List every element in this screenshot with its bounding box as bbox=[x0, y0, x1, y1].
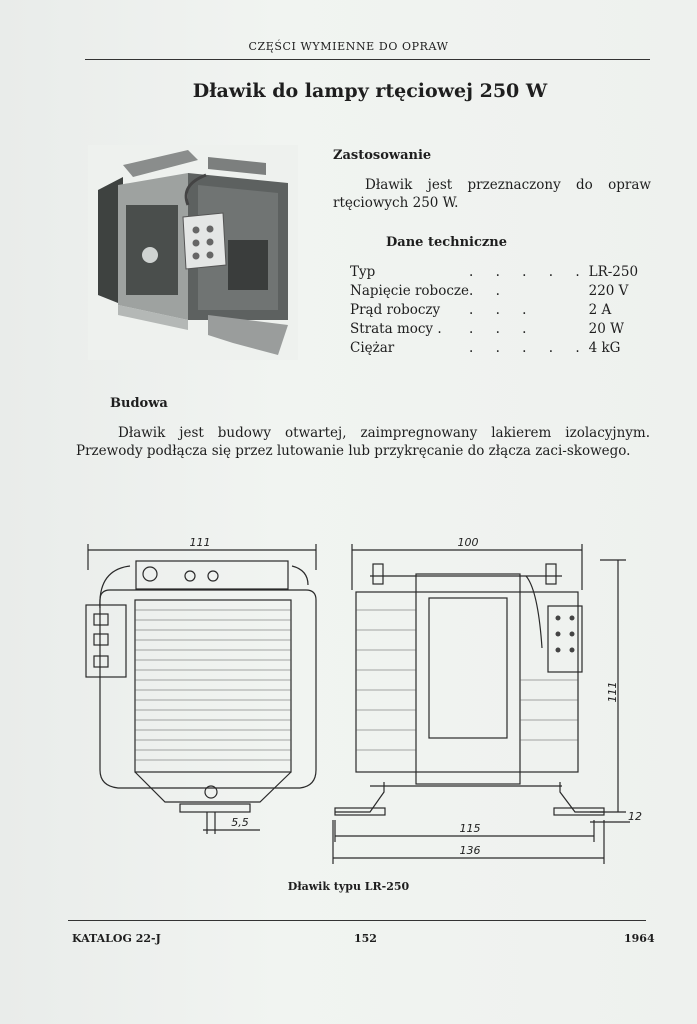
spec-label: Napięcie robocze bbox=[350, 282, 469, 299]
dim-side-width: 100 bbox=[458, 536, 479, 549]
spec-label: Prąd roboczy bbox=[350, 301, 441, 318]
technical-drawing: 111 100 111 5,5 115 136 12 bbox=[85, 536, 642, 864]
footer-rule bbox=[68, 920, 646, 921]
spec-row: Typ . . . . . LR-250 bbox=[350, 262, 638, 281]
spec-dots: . . bbox=[468, 282, 509, 299]
technical-data-table: Typ . . . . . LR-250 Napięcie robocze . … bbox=[350, 262, 638, 357]
spec-value: 220 V bbox=[588, 282, 629, 299]
choke-photo bbox=[88, 145, 298, 360]
spec-dots: . . . . . bbox=[468, 339, 589, 356]
spec-label: Strata mocy . bbox=[350, 320, 442, 337]
dim-height: 111 bbox=[606, 682, 619, 703]
spec-label: Ciężar bbox=[350, 339, 395, 356]
spec-dots: . . . bbox=[468, 301, 536, 318]
footer-catalog: KATALOG 22-J bbox=[72, 932, 161, 945]
budowa-heading: Budowa bbox=[110, 396, 168, 411]
dim-foot: 12 bbox=[628, 810, 642, 823]
header-rule bbox=[85, 59, 650, 60]
spec-value: LR-250 bbox=[588, 263, 639, 280]
spec-dots: . . . bbox=[468, 320, 536, 337]
section-header: CZĘŚCI WYMIENNE DO OPRAW bbox=[248, 40, 449, 53]
footer-year: 1964 bbox=[624, 932, 655, 945]
spec-row: Napięcie robocze . . 220 V bbox=[350, 281, 638, 300]
spec-value: 20 W bbox=[588, 320, 624, 337]
spec-row: Ciężar . . . . . 4 kG bbox=[350, 338, 638, 357]
budowa-text: Dławik jest budowy otwartej, zaimpregnow… bbox=[76, 425, 650, 459]
drawing-caption: Dławik typu LR-250 bbox=[287, 880, 410, 893]
page-title: Dławik do lampy rtęciowej 250 W bbox=[192, 80, 548, 102]
dim-front-width: 111 bbox=[190, 536, 211, 549]
spec-row: Prąd roboczy . . . 2 A bbox=[350, 300, 638, 319]
spec-value: 4 kG bbox=[588, 339, 621, 356]
spec-label: Typ bbox=[350, 263, 376, 280]
footer-page-number: 152 bbox=[354, 932, 377, 945]
dane-heading: Dane techniczne bbox=[386, 235, 507, 250]
spec-value: 2 A bbox=[588, 301, 612, 318]
zastosowanie-text: Dławik jest przeznaczony do opraw rtęcio… bbox=[333, 177, 651, 211]
dim-screw: 5,5 bbox=[231, 816, 249, 829]
spec-dots: . . . . . bbox=[468, 263, 589, 280]
lamination-hatch bbox=[135, 609, 578, 761]
spec-row: Strata mocy . . . . 20 W bbox=[350, 319, 638, 338]
dim-base-outer: 136 bbox=[460, 844, 481, 857]
terminal-screws bbox=[555, 615, 575, 653]
dim-base-inner: 115 bbox=[460, 822, 481, 835]
zastosowanie-heading: Zastosowanie bbox=[333, 148, 432, 163]
